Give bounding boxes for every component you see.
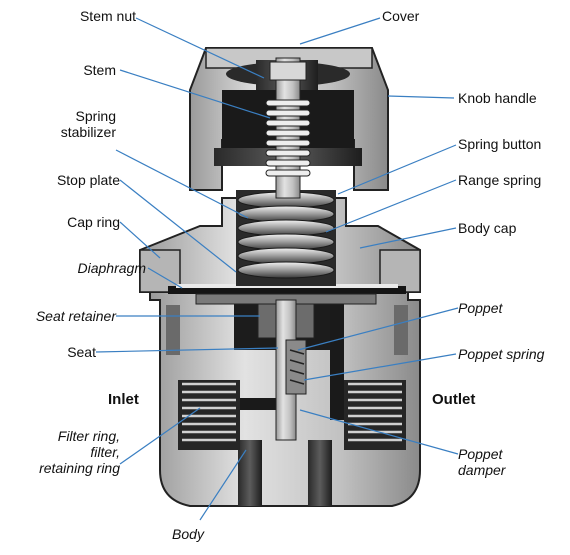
label-poppet-spring: Poppet spring (458, 346, 545, 362)
label-filter-ring: Filter ring, filter, retaining ring (39, 428, 120, 476)
range-spring-part (236, 190, 336, 286)
label-inlet: Inlet (108, 391, 139, 408)
outlet-port (330, 300, 406, 450)
poppet-part (275, 299, 307, 441)
label-knob-handle: Knob handle (458, 90, 537, 106)
label-body-cap: Body cap (458, 220, 517, 236)
leader-lines (95, 17, 459, 521)
label-stem: Stem (83, 62, 116, 78)
label-seat-retainer: Seat retainer (35, 308, 116, 324)
label-outlet: Outlet (432, 391, 476, 408)
label-spring-button: Spring button (458, 136, 542, 152)
label-range-spring: Range spring (458, 172, 542, 188)
label-diaphragm: Diaphragm (77, 260, 146, 276)
label-spring-stabilizer: Spring stabilizer (60, 108, 116, 140)
inlet-port (178, 380, 276, 450)
label-seat: Seat (67, 344, 96, 360)
label-body: Body (172, 526, 204, 542)
stem-part (265, 57, 311, 199)
label-poppet-damper: Poppet damper (458, 446, 506, 478)
label-stem-nut: Stem nut (79, 8, 136, 24)
label-poppet: Poppet (458, 300, 503, 316)
label-cap-ring: Cap ring (67, 214, 120, 230)
label-stop-plate: Stop plate (56, 172, 120, 188)
label-cover: Cover (382, 8, 420, 24)
